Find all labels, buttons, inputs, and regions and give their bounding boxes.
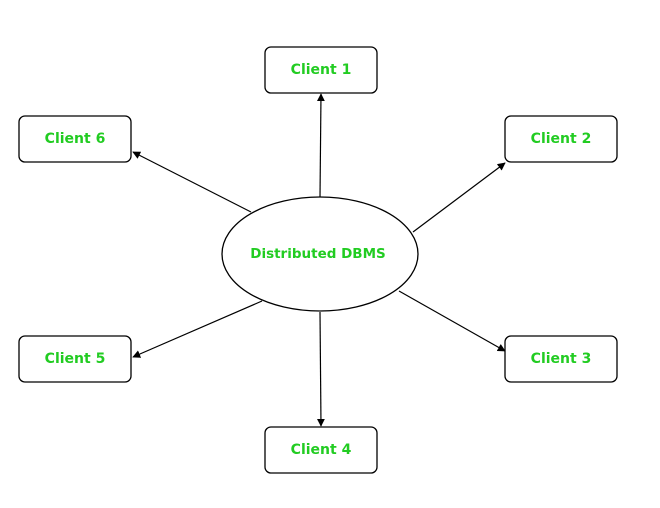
- client-node-6-box: [18, 115, 132, 163]
- client-node-3-box: [504, 335, 618, 383]
- edge-to-client-6: [132, 151, 252, 213]
- edge-to-client-2: [412, 162, 506, 233]
- client-node-3-label: Client 3: [531, 351, 592, 367]
- client-node-6-label: Client 6: [45, 131, 106, 147]
- edge-to-client-1: [316, 93, 325, 198]
- client-node-5-label: Client 5: [45, 351, 106, 367]
- client-node-5-box: [18, 335, 132, 383]
- edge-to-client-5: [132, 300, 263, 358]
- edge-to-client-3: [398, 290, 506, 352]
- client-node-5: Client 5: [18, 335, 132, 383]
- client-node-2: Client 2: [504, 115, 618, 163]
- client-node-4: Client 4: [264, 426, 378, 474]
- edge-to-client-4: [316, 311, 325, 427]
- edges: [132, 93, 506, 427]
- client-node-4-label: Client 4: [291, 442, 352, 458]
- client-node-4-box: [264, 426, 378, 474]
- client-node-1: Client 1: [264, 46, 378, 94]
- client-node-2-label: Client 2: [531, 131, 592, 147]
- client-node-3: Client 3: [504, 335, 618, 383]
- center-node-shape: [221, 196, 419, 312]
- client-node-1-box: [264, 46, 378, 94]
- client-node-6: Client 6: [18, 115, 132, 163]
- client-node-1-label: Client 1: [291, 62, 352, 78]
- client-node-2-box: [504, 115, 618, 163]
- center-node: Distributed DBMS: [221, 196, 419, 312]
- center-node-label: Distributed DBMS: [250, 246, 386, 262]
